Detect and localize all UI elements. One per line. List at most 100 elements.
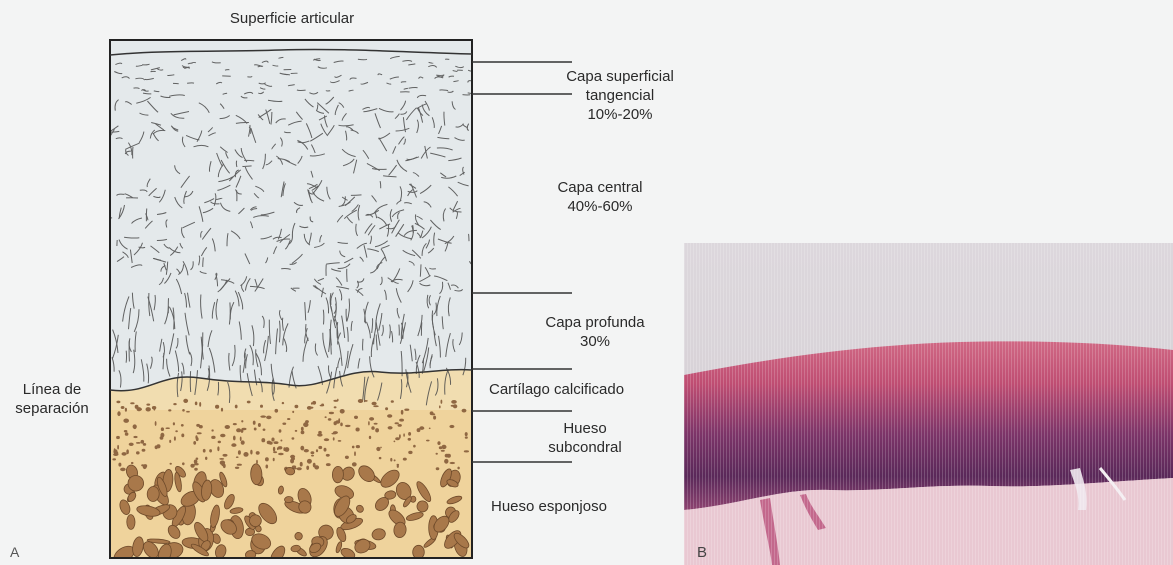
bone-pore (329, 412, 334, 414)
bone-pore (408, 438, 411, 441)
bone-pore (175, 430, 178, 432)
bone-pore (117, 445, 119, 450)
bone-pore (318, 446, 322, 449)
bone-pore (236, 428, 241, 432)
tidemark-label: Línea de separación (2, 380, 102, 418)
bone-pore (250, 450, 252, 455)
bone-pore (236, 456, 239, 458)
bone-pore (209, 449, 212, 452)
zone-central-name: Capa central (520, 178, 680, 197)
bone-pore (437, 441, 440, 445)
bone-pore (260, 405, 263, 408)
bone-pore (221, 408, 223, 412)
bone-pore (334, 421, 337, 425)
bone-pore (340, 423, 343, 427)
bone-pore (273, 447, 275, 452)
collagen-fiber (323, 310, 324, 325)
bone-pore (186, 411, 190, 413)
bone-pore (235, 405, 238, 409)
bone-pore (403, 458, 407, 461)
collagen-fiber (358, 59, 367, 60)
bone-pore (215, 405, 219, 409)
collagen-fiber (242, 166, 251, 167)
bone-pore (169, 440, 171, 443)
subchondral-bone-label: Hueso subcondral (530, 419, 640, 457)
bone-pore (295, 430, 298, 432)
bone-pore (450, 462, 456, 464)
bone-pore (369, 417, 374, 421)
bone-pore (220, 461, 225, 466)
bone-pore (173, 403, 176, 405)
bone-pore (379, 457, 382, 459)
bone-pore (133, 425, 136, 429)
bone-pore (118, 463, 121, 467)
bone-pore (114, 448, 116, 452)
bone-pore (166, 427, 170, 429)
bone-pore (352, 462, 357, 466)
collagen-fiber (346, 309, 347, 322)
bone-pore (193, 441, 196, 445)
bone-pore (220, 434, 225, 438)
bone-pore (126, 449, 129, 454)
bone-pore (117, 411, 120, 416)
bone-pore (325, 416, 327, 418)
bone-pore (231, 443, 236, 447)
bone-pore (135, 405, 139, 409)
bone-pore (429, 428, 431, 430)
bone-pore (316, 449, 318, 452)
bone-pore (237, 464, 242, 466)
bone-pore (306, 466, 309, 470)
bone-pore (241, 429, 244, 433)
bone-pore (143, 464, 147, 468)
zone-central-percent: 40%-60% (520, 197, 680, 216)
bone-pore (243, 452, 248, 457)
bone-pore (354, 416, 358, 419)
bone-pore (356, 445, 360, 448)
bone-pore (291, 457, 295, 460)
bone-pore (301, 431, 305, 435)
bone-pore (300, 462, 303, 467)
bone-pore (161, 427, 164, 431)
zone-superficial-label: Capa superficial tangencial 10%-20% (530, 67, 710, 124)
bone-pore (263, 429, 266, 431)
trabecula (127, 515, 135, 530)
bone-pore (203, 449, 206, 453)
bone-pore (408, 451, 412, 454)
bone-pore (433, 416, 436, 420)
tidemark-line2: separación (2, 399, 102, 418)
bone-pore (157, 444, 161, 448)
panel-a-letter: A (10, 543, 19, 562)
bone-pore (297, 467, 302, 470)
bone-pore (436, 467, 440, 470)
bone-pore (121, 406, 125, 409)
bone-pore (182, 409, 185, 412)
bone-pore (439, 405, 441, 408)
bone-pore (173, 422, 175, 425)
zone-deep-percent: 30% (510, 332, 680, 351)
bone-pore (274, 441, 279, 444)
bone-pore (334, 406, 337, 408)
bone-pore (282, 423, 286, 425)
bone-pore (129, 443, 134, 446)
zone-deep-name: Capa profunda (510, 313, 680, 332)
bone-pore (312, 401, 316, 405)
bone-pore (441, 400, 443, 404)
bone-pore (275, 409, 279, 413)
bone-pore (401, 410, 404, 415)
zone-deep-label: Capa profunda 30% (510, 313, 680, 351)
bone-pore (295, 405, 299, 408)
bone-pore (426, 440, 430, 442)
bone-pore (146, 407, 151, 411)
bone-pore (131, 462, 134, 464)
bone-pore (444, 459, 448, 464)
bone-pore (194, 460, 198, 464)
bone-pore (303, 422, 308, 427)
bone-pore (436, 453, 438, 455)
bone-pore (399, 434, 401, 438)
bone-pore (136, 451, 140, 454)
surface-label: Superficie articular (192, 9, 392, 28)
bone-pore (235, 467, 239, 469)
bone-pore (152, 406, 156, 409)
bone-pore (371, 426, 374, 430)
bone-pore (182, 462, 185, 465)
